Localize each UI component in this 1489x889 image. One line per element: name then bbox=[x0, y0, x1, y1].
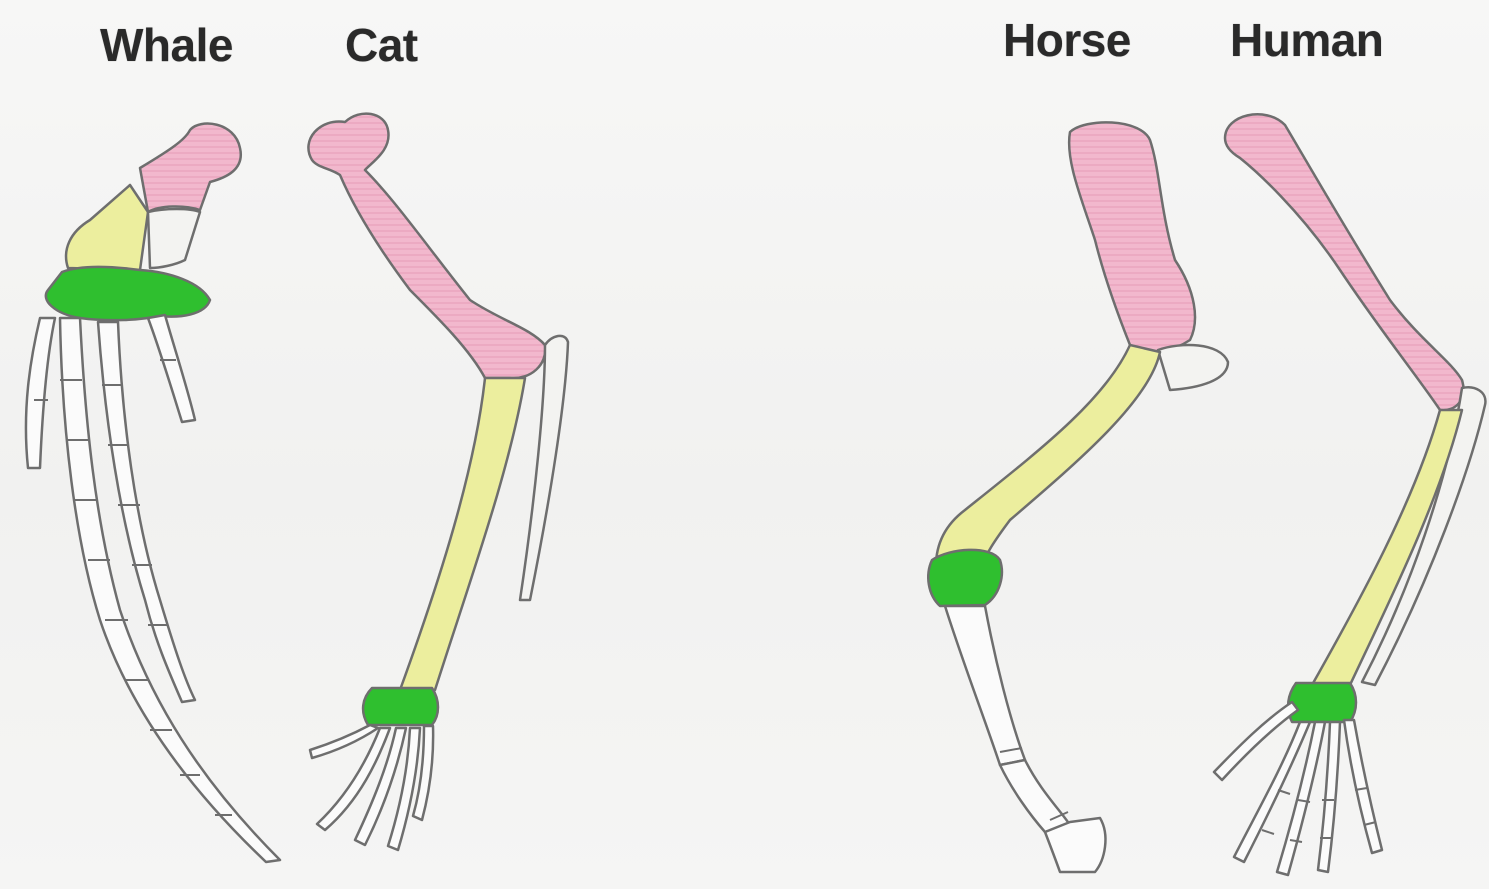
whale-carpals bbox=[46, 267, 210, 320]
horse-forelimb bbox=[928, 122, 1228, 872]
human-humerus bbox=[1225, 114, 1463, 410]
whale-flipper bbox=[26, 124, 280, 862]
whale-radius-ulna bbox=[66, 185, 148, 270]
cat-carpals bbox=[363, 688, 438, 725]
human-carpals bbox=[1288, 683, 1356, 722]
human-arm bbox=[1214, 114, 1485, 875]
horse-radius-ulna bbox=[936, 345, 1160, 570]
cat-forelimb bbox=[308, 114, 568, 850]
horse-carpals bbox=[928, 550, 1002, 606]
horse-cannon-bone bbox=[945, 606, 1025, 765]
cat-radius-ulna bbox=[400, 378, 525, 690]
horse-humerus bbox=[1069, 122, 1195, 351]
cat-humerus bbox=[308, 114, 545, 379]
whale-humerus bbox=[140, 124, 241, 212]
